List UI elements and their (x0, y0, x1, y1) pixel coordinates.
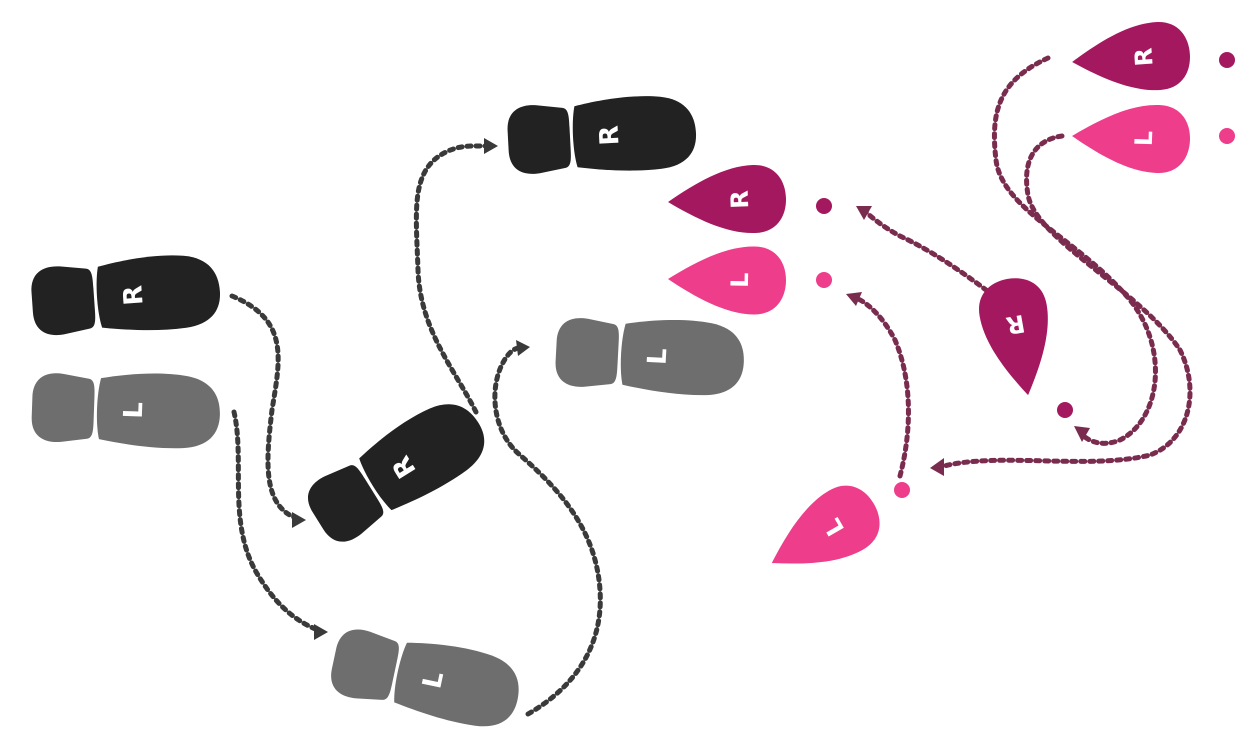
woman-path-right-2 (866, 212, 994, 296)
man-left-foot-3: L (554, 314, 746, 398)
foot-label: R (118, 284, 149, 306)
man-arrow-icon (484, 138, 498, 154)
man-left-foot-2: L (326, 622, 525, 734)
man-arrow-icon (516, 340, 530, 356)
man-arrow-icon (292, 512, 306, 528)
woman-left-foot-2: L (667, 245, 786, 315)
heel-dot-icon (816, 198, 832, 214)
man-left-foot-1: L (31, 369, 221, 450)
woman-right-foot-1: R (1070, 20, 1192, 96)
foot-label: R (726, 190, 755, 209)
woman-arrow-icon (930, 458, 944, 476)
man-path-left-1 (234, 412, 318, 630)
woman-path-left-2 (856, 298, 908, 476)
woman-right-foot-2: R (667, 164, 787, 236)
foot-label: L (1130, 130, 1159, 146)
heel-dot-icon (816, 272, 832, 288)
man-path-right-2 (416, 146, 486, 412)
woman-left-foot-3: L (755, 475, 891, 593)
foot-label: R (1129, 47, 1158, 67)
man-right-foot-3: R (506, 93, 698, 177)
man-right-foot-1: R (30, 252, 223, 339)
foot-label: R (594, 125, 625, 147)
heel-dot-icon (1219, 128, 1235, 144)
heel-dot-icon (894, 482, 910, 498)
woman-footprints: R L R L R L (667, 20, 1192, 593)
man-path-right-1 (232, 296, 296, 518)
man-right-foot-2: R (298, 389, 497, 552)
man-path-left-2 (495, 347, 600, 714)
foot-label: L (119, 402, 150, 420)
man-arrow-icon (314, 624, 328, 640)
woman-right-foot-3: R (974, 273, 1061, 401)
heel-dot-icon (1057, 402, 1073, 418)
foot-label: L (643, 347, 674, 365)
heel-dot-icon (1219, 52, 1235, 68)
foot-label: L (726, 272, 754, 288)
woman-left-foot-1: L (1071, 102, 1191, 174)
man-footprints: R L R L R L (30, 93, 746, 733)
